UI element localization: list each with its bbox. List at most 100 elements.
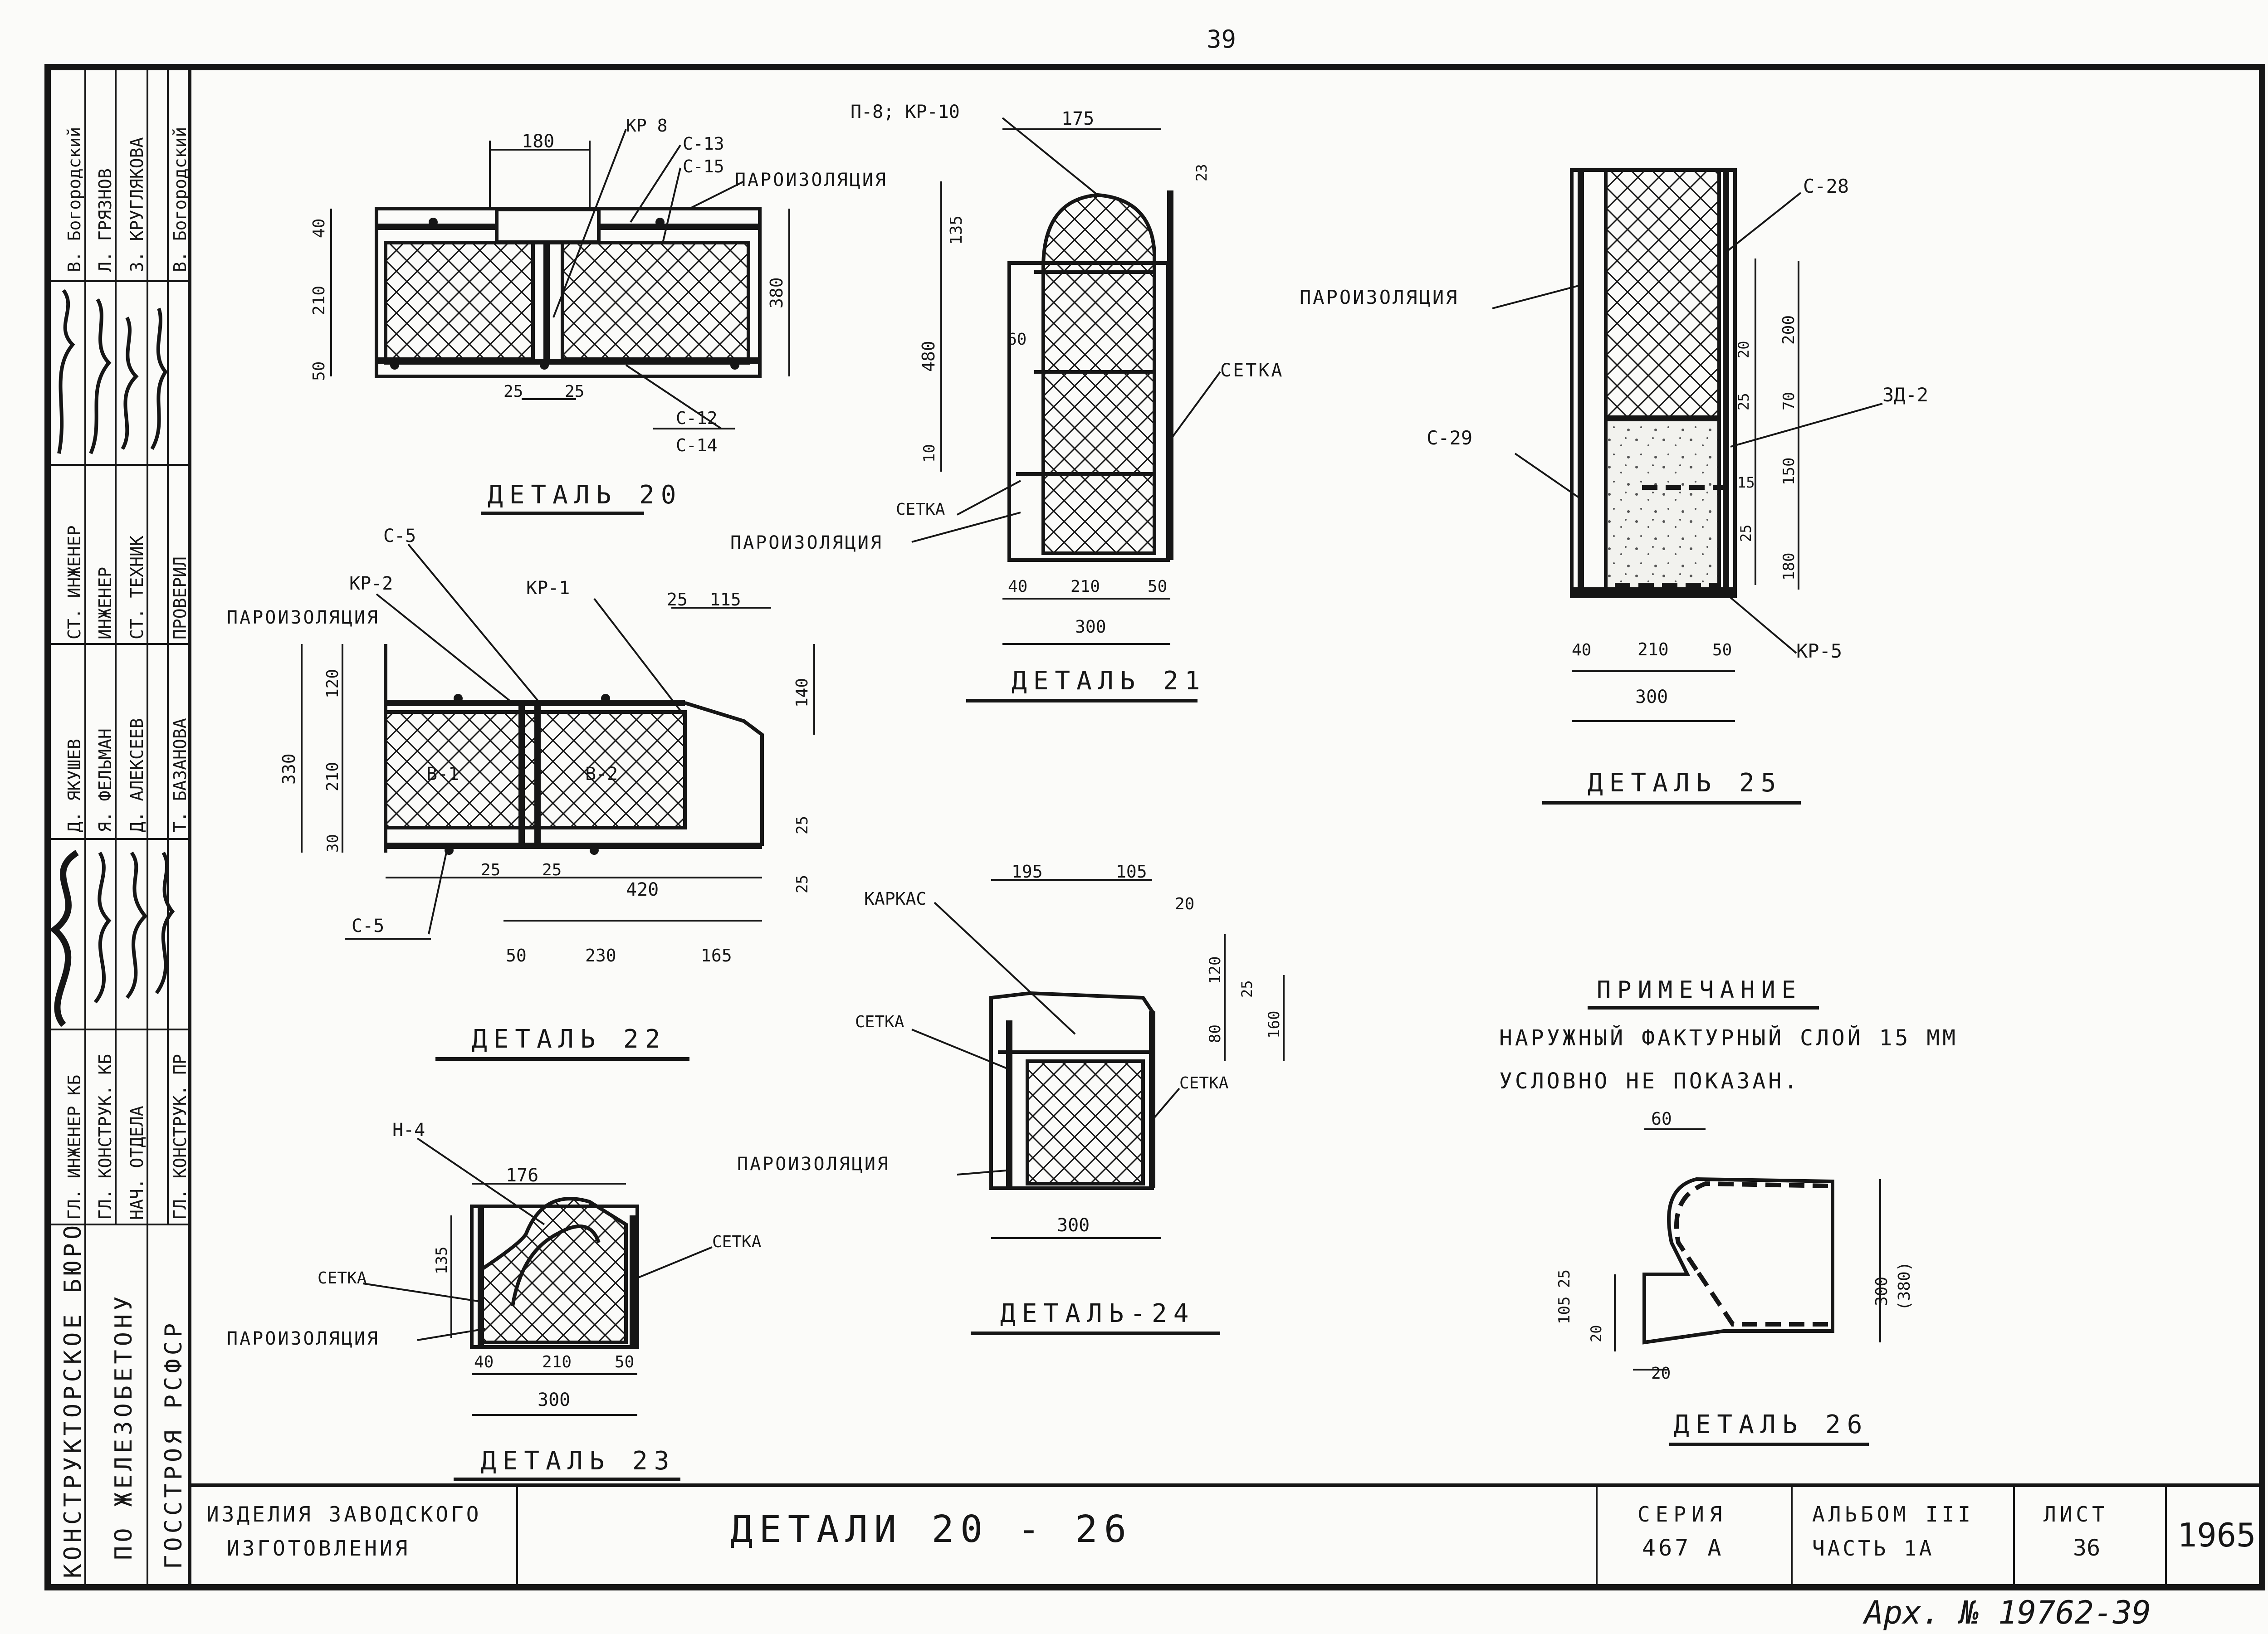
d21-dim-text-40: 40 [1008, 577, 1027, 596]
d22-leader-c5 [407, 543, 541, 704]
d21-dim-text-50: 50 [1148, 577, 1167, 596]
d26-dim-text-25: 25 [1555, 1269, 1574, 1288]
d23-dim-text-210: 210 [542, 1353, 572, 1371]
d21-label-setka-l: СЕТКА [896, 500, 945, 519]
album-label: АЛЬБОМ III [1812, 1502, 1974, 1527]
d20-bar-5 [730, 361, 739, 370]
d22-dim-text-210: 210 [323, 762, 342, 791]
stamp-role-2: ГЛ. КОНСТРУК. КБ [95, 1054, 115, 1220]
sheet-frame [44, 64, 2265, 1590]
d20-leader-kr8 [552, 129, 627, 318]
d20-label-kr8: КР 8 [626, 116, 668, 136]
d25-dim-text-300: 300 [1635, 687, 1668, 707]
d21-leader-paro [911, 512, 1021, 543]
detail-20: КР 8 С-13 С-15 ПАРОИЗОЛЯЦИЯ С-12 С-14 18… [310, 116, 888, 515]
stamp-org-line-2: ПО ЖЕЛЕЗОБЕТОНУ [110, 1293, 137, 1560]
series-label: СЕРИЯ [1637, 1502, 1727, 1527]
d24-dim-text-300: 300 [1057, 1215, 1090, 1236]
signature-3 [121, 317, 139, 450]
d25-dim-text-25a: 25 [1735, 393, 1752, 410]
d22-dim-text-115: 115 [710, 590, 741, 610]
d24-dim-text-80: 80 [1206, 1024, 1224, 1043]
d22-label-b1: В-1 [426, 764, 459, 785]
detail-23: Н-4 СЕТКА СЕТКА ПАРОИЗОЛЯЦИЯ 176 135 40 … [227, 1120, 762, 1481]
stamp-org-line-1: КОНСТРУКТОРСКОЕ БЮРО [59, 1222, 87, 1578]
d22-dim-text-25d: 25 [542, 861, 562, 879]
stamp-name-3: Д. АЛЕКСЕЕВ [127, 718, 147, 832]
year: 1965 [2177, 1516, 2256, 1554]
d25-dim-text-210: 210 [1637, 639, 1669, 659]
d20-leader-c15 [661, 167, 681, 245]
d26-dim-text-20a: 20 [1588, 1325, 1605, 1342]
d21-dim-text-300: 300 [1075, 617, 1106, 637]
d20-dim-text-25b: 25 [565, 382, 584, 401]
d20-bar-1 [429, 218, 438, 227]
stamp-name-2: Я. ФЕЛЬМАН [95, 728, 115, 832]
album-value: ЧАСТЬ 1А [1812, 1536, 1935, 1561]
d23-dim-text-176: 176 [506, 1165, 538, 1186]
detail-21: П-8; КР-10 СЕТКА СЕТКА ПАРОИЗОЛЯЦИЯ 175 … [730, 102, 1284, 702]
note-line-1: НАРУЖНЫЙ ФАКТУРНЫЙ СЛОЙ 15 ММ [1499, 1025, 1958, 1051]
title-block-category-1: ИЗДЕЛИЯ ЗАВОДСКОГО [206, 1502, 482, 1527]
d26-dim-text-300: 300 [1872, 1277, 1891, 1306]
signature-5 [49, 850, 79, 1027]
d21-dim-text-10: 10 [920, 444, 938, 463]
d22-label-kr1: КР-1 [526, 578, 570, 599]
signature-8 [155, 851, 175, 995]
signature-6 [93, 851, 112, 1004]
d25-leader-c28 [1723, 192, 1802, 255]
sheet-value: 36 [2073, 1535, 2100, 1561]
page-number: 39 [1207, 25, 1236, 54]
d23-label-setka-r: СЕТКА [712, 1233, 762, 1251]
d25-dim-text-25b: 25 [1737, 524, 1755, 542]
d21-dim-text-60: 60 [1007, 330, 1026, 349]
d24-dim-text-120: 120 [1206, 956, 1224, 984]
d25-dim-text-150: 150 [1780, 458, 1798, 485]
d23-leader-h4 [416, 1137, 545, 1225]
d25-title: ДЕТАЛЬ 25 [1588, 768, 1782, 798]
archive-number: Арх. № 19762-39 [1862, 1594, 2151, 1631]
d22-dim-text-25b: 25 [793, 816, 811, 834]
d25-dim-text-15: 15 [1737, 474, 1755, 491]
stamp-name-1: Д. ЯКУШЕВ [64, 739, 84, 832]
d22-leader-kr2 [376, 593, 513, 704]
d25-concrete [1604, 418, 1721, 591]
d24-title: ДЕТАЛЬ-24 [1000, 1299, 1195, 1328]
d20-bar-2 [655, 218, 665, 227]
d24-dim-text-160: 160 [1265, 1011, 1283, 1039]
d21-label-setka-r: СЕТКА [1220, 360, 1284, 381]
d23-leader-setka-l [362, 1283, 481, 1302]
d21-dim-text-480: 480 [919, 341, 938, 372]
d24-label-karkas: КАРКАС [864, 889, 926, 909]
d24-leader-setka-l [911, 1029, 1012, 1071]
d26-title: ДЕТАЛЬ 26 [1674, 1410, 1868, 1439]
d22-label-c5b: С-5 [352, 916, 384, 937]
detail-25: С-28 ПАРОИЗОЛЯЦИЯ ЗД-2 С-29 КР-5 200 20 … [1300, 168, 1928, 805]
d21-insulation [1041, 193, 1156, 555]
detail-22: С-5 КР-2 КР-1 ПАРОИЗОЛЯЦИЯ В-1 В-2 С-5 2… [227, 526, 815, 1061]
signature-2 [89, 298, 112, 454]
stamp-name-4: Т. БАЗАНОВА [170, 718, 190, 832]
d25-label-paro: ПАРОИЗОЛЯЦИЯ [1300, 286, 1459, 308]
d22-label-kr2: КР-2 [349, 573, 393, 594]
d20-label-c15: С-15 [683, 156, 724, 176]
d22-leader-c5b [428, 850, 448, 935]
sheet-label: ЛИСТ [2043, 1502, 2108, 1527]
d24-label-setka-r: СЕТКА [1179, 1074, 1229, 1093]
d26-profile [1642, 1177, 1834, 1345]
d24-dim-text-195: 195 [1012, 862, 1043, 882]
d22-dim-text-25e: 25 [793, 875, 811, 893]
d20-insulation [384, 241, 750, 365]
d20-label-c12: С-12 [676, 408, 718, 428]
d20-dim-text-40: 40 [310, 219, 328, 238]
d23-dim-text-135: 135 [433, 1247, 451, 1274]
d22-bar-2 [601, 694, 610, 703]
d22-dim-text-30: 30 [324, 834, 342, 853]
d22-label-paro: ПАРОИЗОЛЯЦИЯ [227, 607, 380, 628]
d20-label-c14: С-14 [676, 435, 718, 455]
d20-label-paro: ПАРОИЗОЛЯЦИЯ [735, 170, 888, 190]
d25-label-kr5: КР-5 [1796, 640, 1842, 662]
d22-dim-text-140: 140 [793, 678, 811, 707]
series-value: 467 А [1642, 1535, 1724, 1561]
